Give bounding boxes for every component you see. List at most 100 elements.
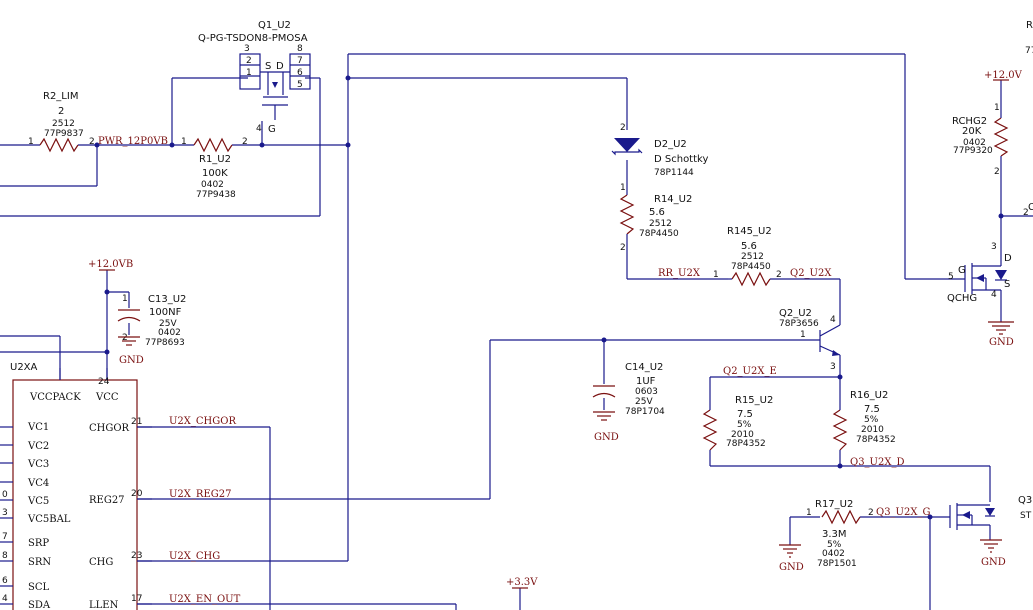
gnd-c14: GND xyxy=(593,411,619,443)
r16-pn: 78P4352 xyxy=(856,435,896,445)
edge-label-c: C xyxy=(1028,202,1033,213)
r17-pn: 78P1501 xyxy=(817,559,857,569)
u2-pin-scl: SCL xyxy=(28,582,50,593)
q1-pin6: 6 xyxy=(297,68,303,78)
r145-value: 5.6 xyxy=(741,241,757,252)
d2-pin2: 2 xyxy=(620,123,626,133)
u2-pinnum-l2: 3 xyxy=(2,508,8,518)
r17-resistor[interactable]: R17_U2 3.3M 5% 0402 78P1501 1 2 xyxy=(806,499,874,569)
rchg2-pin2: 2 xyxy=(994,167,1000,177)
r16-pkg: 2010 xyxy=(861,425,884,435)
q1-pin5: 5 xyxy=(297,80,303,90)
c14-pn: 78P1704 xyxy=(625,407,665,417)
r15-resistor[interactable]: R15_U2 7.5 5% 2010 78P4352 xyxy=(702,395,773,455)
u2-ref: U2XA xyxy=(10,362,38,373)
r2-pn: 77P9837 xyxy=(44,129,84,139)
c13-capacitor[interactable]: 1 2 C13_U2 100NF 25V 0402 77P8693 xyxy=(117,294,186,348)
r2-pin2: 2 xyxy=(89,137,95,147)
u2-pin-vcc: VCC xyxy=(95,392,119,403)
u2-pin-reg27: REG27 xyxy=(89,495,125,506)
q3-mosfet[interactable]: Q3 ST xyxy=(949,495,1032,530)
d2-schottky-diode[interactable]: 2 1 D2_U2 D Schottky 78P1144 xyxy=(611,123,708,193)
rchg2-value: 20K xyxy=(962,126,982,137)
rchg2-ref: RCHG2 xyxy=(952,116,987,127)
q1-pmos[interactable]: 3 2 1 8 7 6 5 4 S D G Q1_U2 Q-PG-TSDON8-… xyxy=(198,20,311,135)
r16-value: 7.5 xyxy=(864,404,880,415)
q1-g-label: G xyxy=(268,124,276,135)
u2xa-ic[interactable]: U2XA 24 VCCPACK VCC VC1 VC2 VC3 VC4 VC5 … xyxy=(0,362,152,610)
net-q3-u2x-g: Q3_U2X_G xyxy=(876,507,930,518)
net-u2x-chg: U2X_CHG xyxy=(169,551,220,562)
r17-pin1: 1 xyxy=(806,508,812,518)
r145-resistor[interactable]: R145_U2 5.6 2512 78P4450 1 2 xyxy=(713,226,782,287)
r17-ref: R17_U2 xyxy=(815,499,853,510)
qchg-mosfet[interactable]: G D S 3 5 4 2 QCHG xyxy=(947,208,1029,304)
net-q2-u2x: Q2_U2X xyxy=(790,268,832,279)
d2-ref: D2_U2 xyxy=(654,139,687,150)
edge-label-77: 77 xyxy=(1025,46,1033,56)
u2-pin-srp: SRP xyxy=(28,538,49,549)
gnd-q3: GND xyxy=(980,539,1006,568)
r17-value: 3.3M xyxy=(822,529,847,540)
q1-ref: Q1_U2 xyxy=(258,20,291,31)
r1-value: 100K xyxy=(202,168,228,179)
q1-pin3: 3 xyxy=(244,44,250,54)
c13-pkg: 0402 xyxy=(158,328,181,338)
r14-resistor[interactable]: R14_U2 5.6 2512 78P4450 2 xyxy=(619,190,692,253)
q3-part: ST xyxy=(1020,511,1032,521)
edge-label-r: R xyxy=(1026,20,1033,31)
u2-pinnum-23: 23 xyxy=(131,551,142,561)
r1-resistor[interactable]: 1 2 R1_U2 100K 0402 77P9438 xyxy=(181,137,248,200)
c13-pin2: 2 xyxy=(122,333,128,343)
r2-resistor[interactable]: R2_LIM 2 2512 77P9837 1 2 xyxy=(28,91,95,153)
r14-ref: R14_U2 xyxy=(654,194,692,205)
qchg-pin4: 4 xyxy=(991,290,997,300)
net-rr-u2x: RR_U2X xyxy=(658,268,701,279)
c14-capacitor[interactable]: C14_U2 1UF 0603 25V 78P1704 xyxy=(592,362,665,417)
r17-pkg: 0402 xyxy=(822,549,845,559)
r145-pin2: 2 xyxy=(776,270,782,280)
u2-pin-vc5: VC5 xyxy=(27,496,49,507)
r1-pkg: 0402 xyxy=(201,180,224,190)
rchg2-pn: 77P9320 xyxy=(953,146,993,156)
r145-pin1: 1 xyxy=(713,270,719,280)
q1-part: Q-PG-TSDON8-PMOSA xyxy=(198,33,308,44)
qchg-pin3: 3 xyxy=(991,242,997,252)
rchg2-resistor[interactable]: RCHG2 20K 0402 77P9320 1 2 xyxy=(952,103,1009,180)
q3-ref: Q3 xyxy=(1018,495,1032,506)
r2-pin1: 1 xyxy=(28,137,34,147)
q2-transistor[interactable]: Q2_U2 78P3656 1 4 3 xyxy=(779,308,841,372)
gnd-c13-label: GND xyxy=(119,355,144,366)
r16-ref: R16_U2 xyxy=(850,390,888,401)
r17-pin2: 2 xyxy=(868,508,874,518)
u2-pin-vccpack: VCCPACK xyxy=(29,392,81,403)
u2-pinnum-l1: 0 xyxy=(2,490,8,500)
u2-pin-llen: LLEN xyxy=(89,600,119,610)
qchg-pin5: 5 xyxy=(948,272,954,282)
q2-pin4: 4 xyxy=(830,315,836,325)
u2-pinnum-l6: 4 xyxy=(2,594,8,604)
r15-pn: 78P4352 xyxy=(726,439,766,449)
r15-tol: 5% xyxy=(737,420,752,430)
wires xyxy=(0,53,1033,610)
q1-pin4: 4 xyxy=(256,124,262,134)
c14-value: 1UF xyxy=(636,376,656,387)
u2-pin-chg: CHG xyxy=(89,557,113,568)
junction-dots xyxy=(94,75,1004,520)
q2-ref: Q2_U2 xyxy=(779,308,812,319)
r145-ref: R145_U2 xyxy=(727,226,772,237)
u2-pin-sda: SDA xyxy=(28,600,51,610)
net-u2x-reg27: U2X_REG27 xyxy=(169,489,231,500)
r16-resistor[interactable]: R16_U2 7.5 5% 2010 78P4352 xyxy=(832,390,896,455)
net-u2x-en-out: U2X_EN_OUT xyxy=(169,594,241,605)
c13-voltage: 25V xyxy=(159,319,177,329)
u2-pin-vc1: VC1 xyxy=(27,422,49,433)
r1-pn: 77P9438 xyxy=(196,190,236,200)
net-q2-u2x-e: Q2_U2X_E xyxy=(723,366,777,377)
q1-pin2: 2 xyxy=(246,56,252,66)
c14-pkg: 0603 xyxy=(635,387,658,397)
qchg-pin2: 2 xyxy=(1023,208,1029,218)
gnd-c13: GND xyxy=(118,336,144,366)
u2-pin-chgor: CHGOR xyxy=(89,423,130,434)
